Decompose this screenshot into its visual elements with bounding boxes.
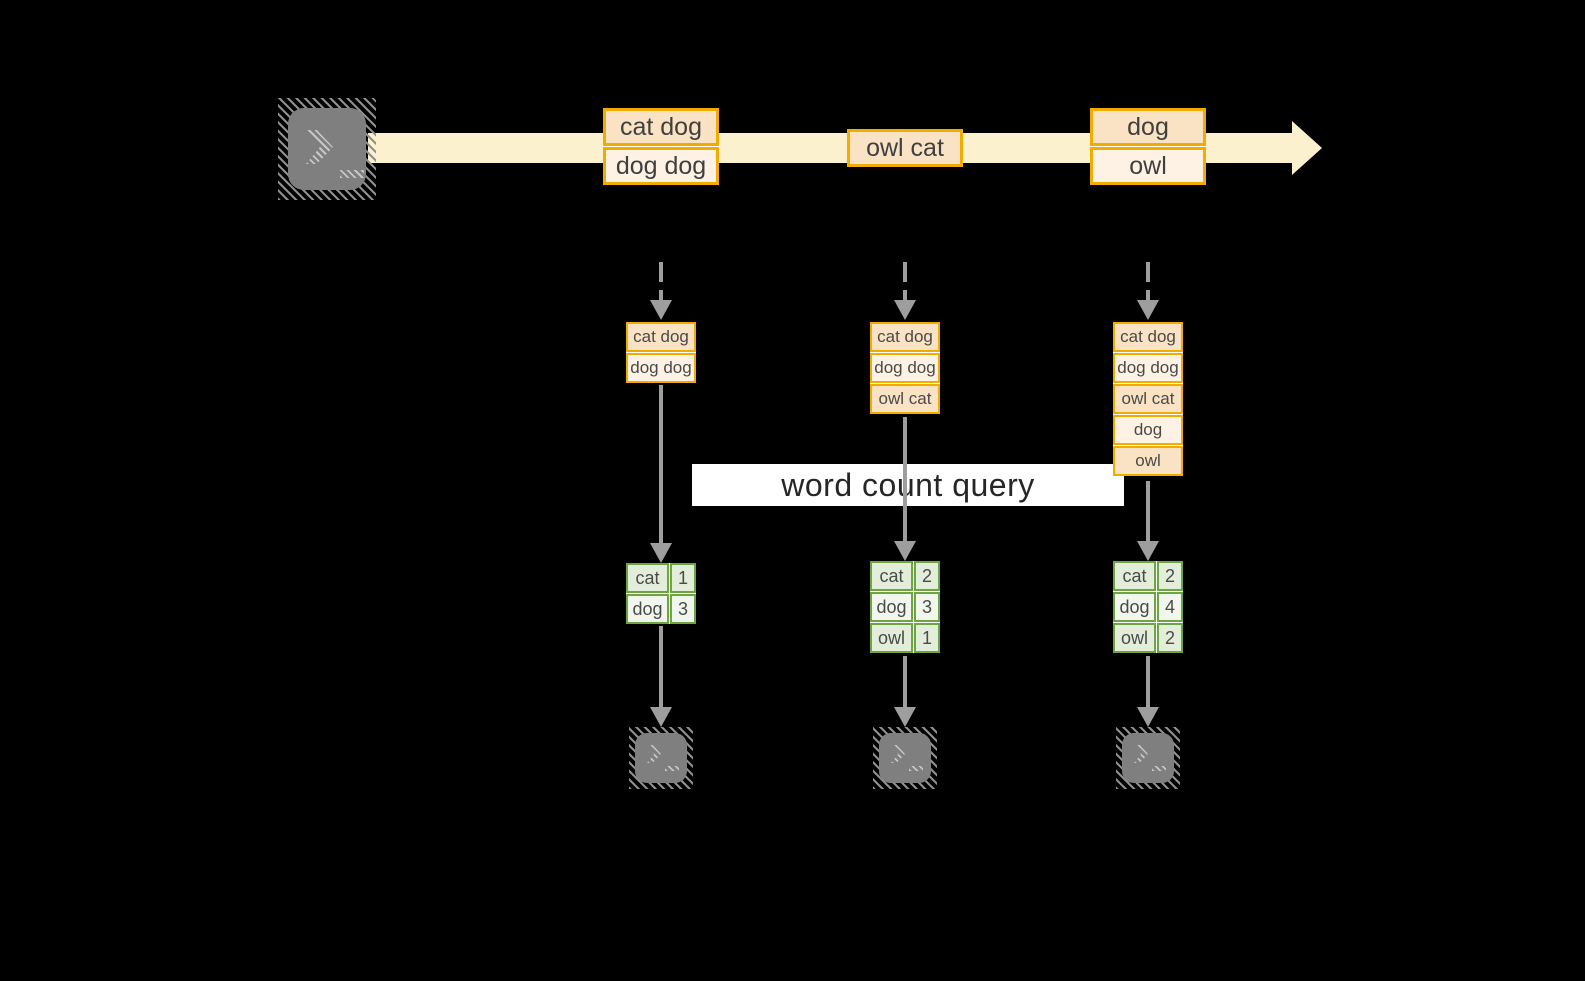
word-cell: cat	[1113, 561, 1156, 591]
aggregate-arrow-3	[1146, 481, 1150, 541]
accumulated-row: cat dog	[1113, 322, 1183, 352]
terminal-prompt-chevron-icon	[647, 745, 661, 763]
word-cell: cat	[626, 563, 669, 593]
count-cell: 1	[670, 563, 696, 593]
sink-terminal-icon-1	[629, 727, 693, 789]
stream-batch-2: owl cat	[847, 129, 963, 167]
terminal-cursor-icon	[909, 766, 923, 771]
batch-message: owl	[1090, 147, 1206, 185]
batch-message: dog	[1090, 108, 1206, 146]
count-cell: 2	[1157, 561, 1183, 591]
query-banner: word count query	[692, 464, 1124, 506]
accumulated-input-3: cat dog dog dog owl cat dog owl	[1113, 322, 1183, 476]
word-cell: owl	[870, 623, 913, 653]
accumulated-row: dog dog	[1113, 353, 1183, 383]
count-table-1: cat 1 dog 3	[626, 563, 696, 624]
count-table-3: cat 2 dog 4 owl 2	[1113, 561, 1183, 653]
aggregate-arrowhead-2	[894, 541, 916, 561]
emit-arrow-1	[659, 626, 663, 707]
accumulated-row: owl	[1113, 446, 1183, 476]
emit-arrow-3	[1146, 656, 1150, 707]
count-cell: 2	[914, 561, 940, 591]
ingest-arrowhead-3	[1137, 300, 1159, 320]
batch-message: cat dog	[603, 108, 719, 146]
accumulated-input-1: cat dog dog dog	[626, 322, 696, 383]
aggregate-arrow-2	[903, 417, 907, 541]
emit-arrowhead-1	[650, 707, 672, 727]
accumulated-row: owl cat	[870, 384, 940, 414]
count-cell: 3	[670, 594, 696, 624]
ingest-arrow-dashed-2	[903, 262, 907, 300]
emit-arrowhead-3	[1137, 707, 1159, 727]
accumulated-row: dog dog	[870, 353, 940, 383]
accumulated-row: owl cat	[1113, 384, 1183, 414]
terminal-prompt-chevron-icon	[891, 745, 905, 763]
emit-arrowhead-2	[894, 707, 916, 727]
terminal-cursor-icon	[665, 766, 679, 771]
accumulated-row: cat dog	[870, 322, 940, 352]
ingest-arrowhead-2	[894, 300, 916, 320]
count-cell: 2	[1157, 623, 1183, 653]
accumulated-row: dog dog	[626, 353, 696, 383]
source-terminal-icon	[278, 98, 376, 200]
terminal-prompt-chevron-icon	[1134, 745, 1148, 763]
terminal-cursor-icon	[340, 170, 364, 178]
ingest-arrow-dashed-1	[659, 262, 663, 300]
query-banner-label: word count query	[781, 466, 1035, 503]
word-cell: dog	[1113, 592, 1156, 622]
ingest-arrow-dashed-3	[1146, 262, 1150, 300]
count-cell: 3	[914, 592, 940, 622]
stream-batch-3: dog owl	[1090, 108, 1206, 185]
aggregate-arrowhead-3	[1137, 541, 1159, 561]
aggregate-arrow-1	[659, 385, 663, 543]
batch-message: dog dog	[603, 147, 719, 185]
terminal-prompt-chevron-icon	[306, 130, 333, 164]
word-cell: owl	[1113, 623, 1156, 653]
count-table-2: cat 2 dog 3 owl 1	[870, 561, 940, 653]
terminal-body	[1122, 733, 1174, 783]
count-cell: 4	[1157, 592, 1183, 622]
word-cell: cat	[870, 561, 913, 591]
accumulated-row: dog	[1113, 415, 1183, 445]
stream-batch-1: cat dog dog dog	[603, 108, 719, 185]
terminal-body	[635, 733, 687, 783]
terminal-body	[879, 733, 931, 783]
sink-terminal-icon-3	[1116, 727, 1180, 789]
accumulated-input-2: cat dog dog dog owl cat	[870, 322, 940, 414]
aggregate-arrowhead-1	[650, 543, 672, 563]
word-cell: dog	[626, 594, 669, 624]
word-cell: dog	[870, 592, 913, 622]
terminal-body	[288, 108, 366, 190]
stream-arrow-head-icon	[1292, 121, 1322, 175]
count-cell: 1	[914, 623, 940, 653]
batch-message: owl cat	[847, 129, 963, 167]
emit-arrow-2	[903, 656, 907, 707]
accumulated-row: cat dog	[626, 322, 696, 352]
sink-terminal-icon-2	[873, 727, 937, 789]
ingest-arrowhead-1	[650, 300, 672, 320]
terminal-cursor-icon	[1152, 766, 1166, 771]
